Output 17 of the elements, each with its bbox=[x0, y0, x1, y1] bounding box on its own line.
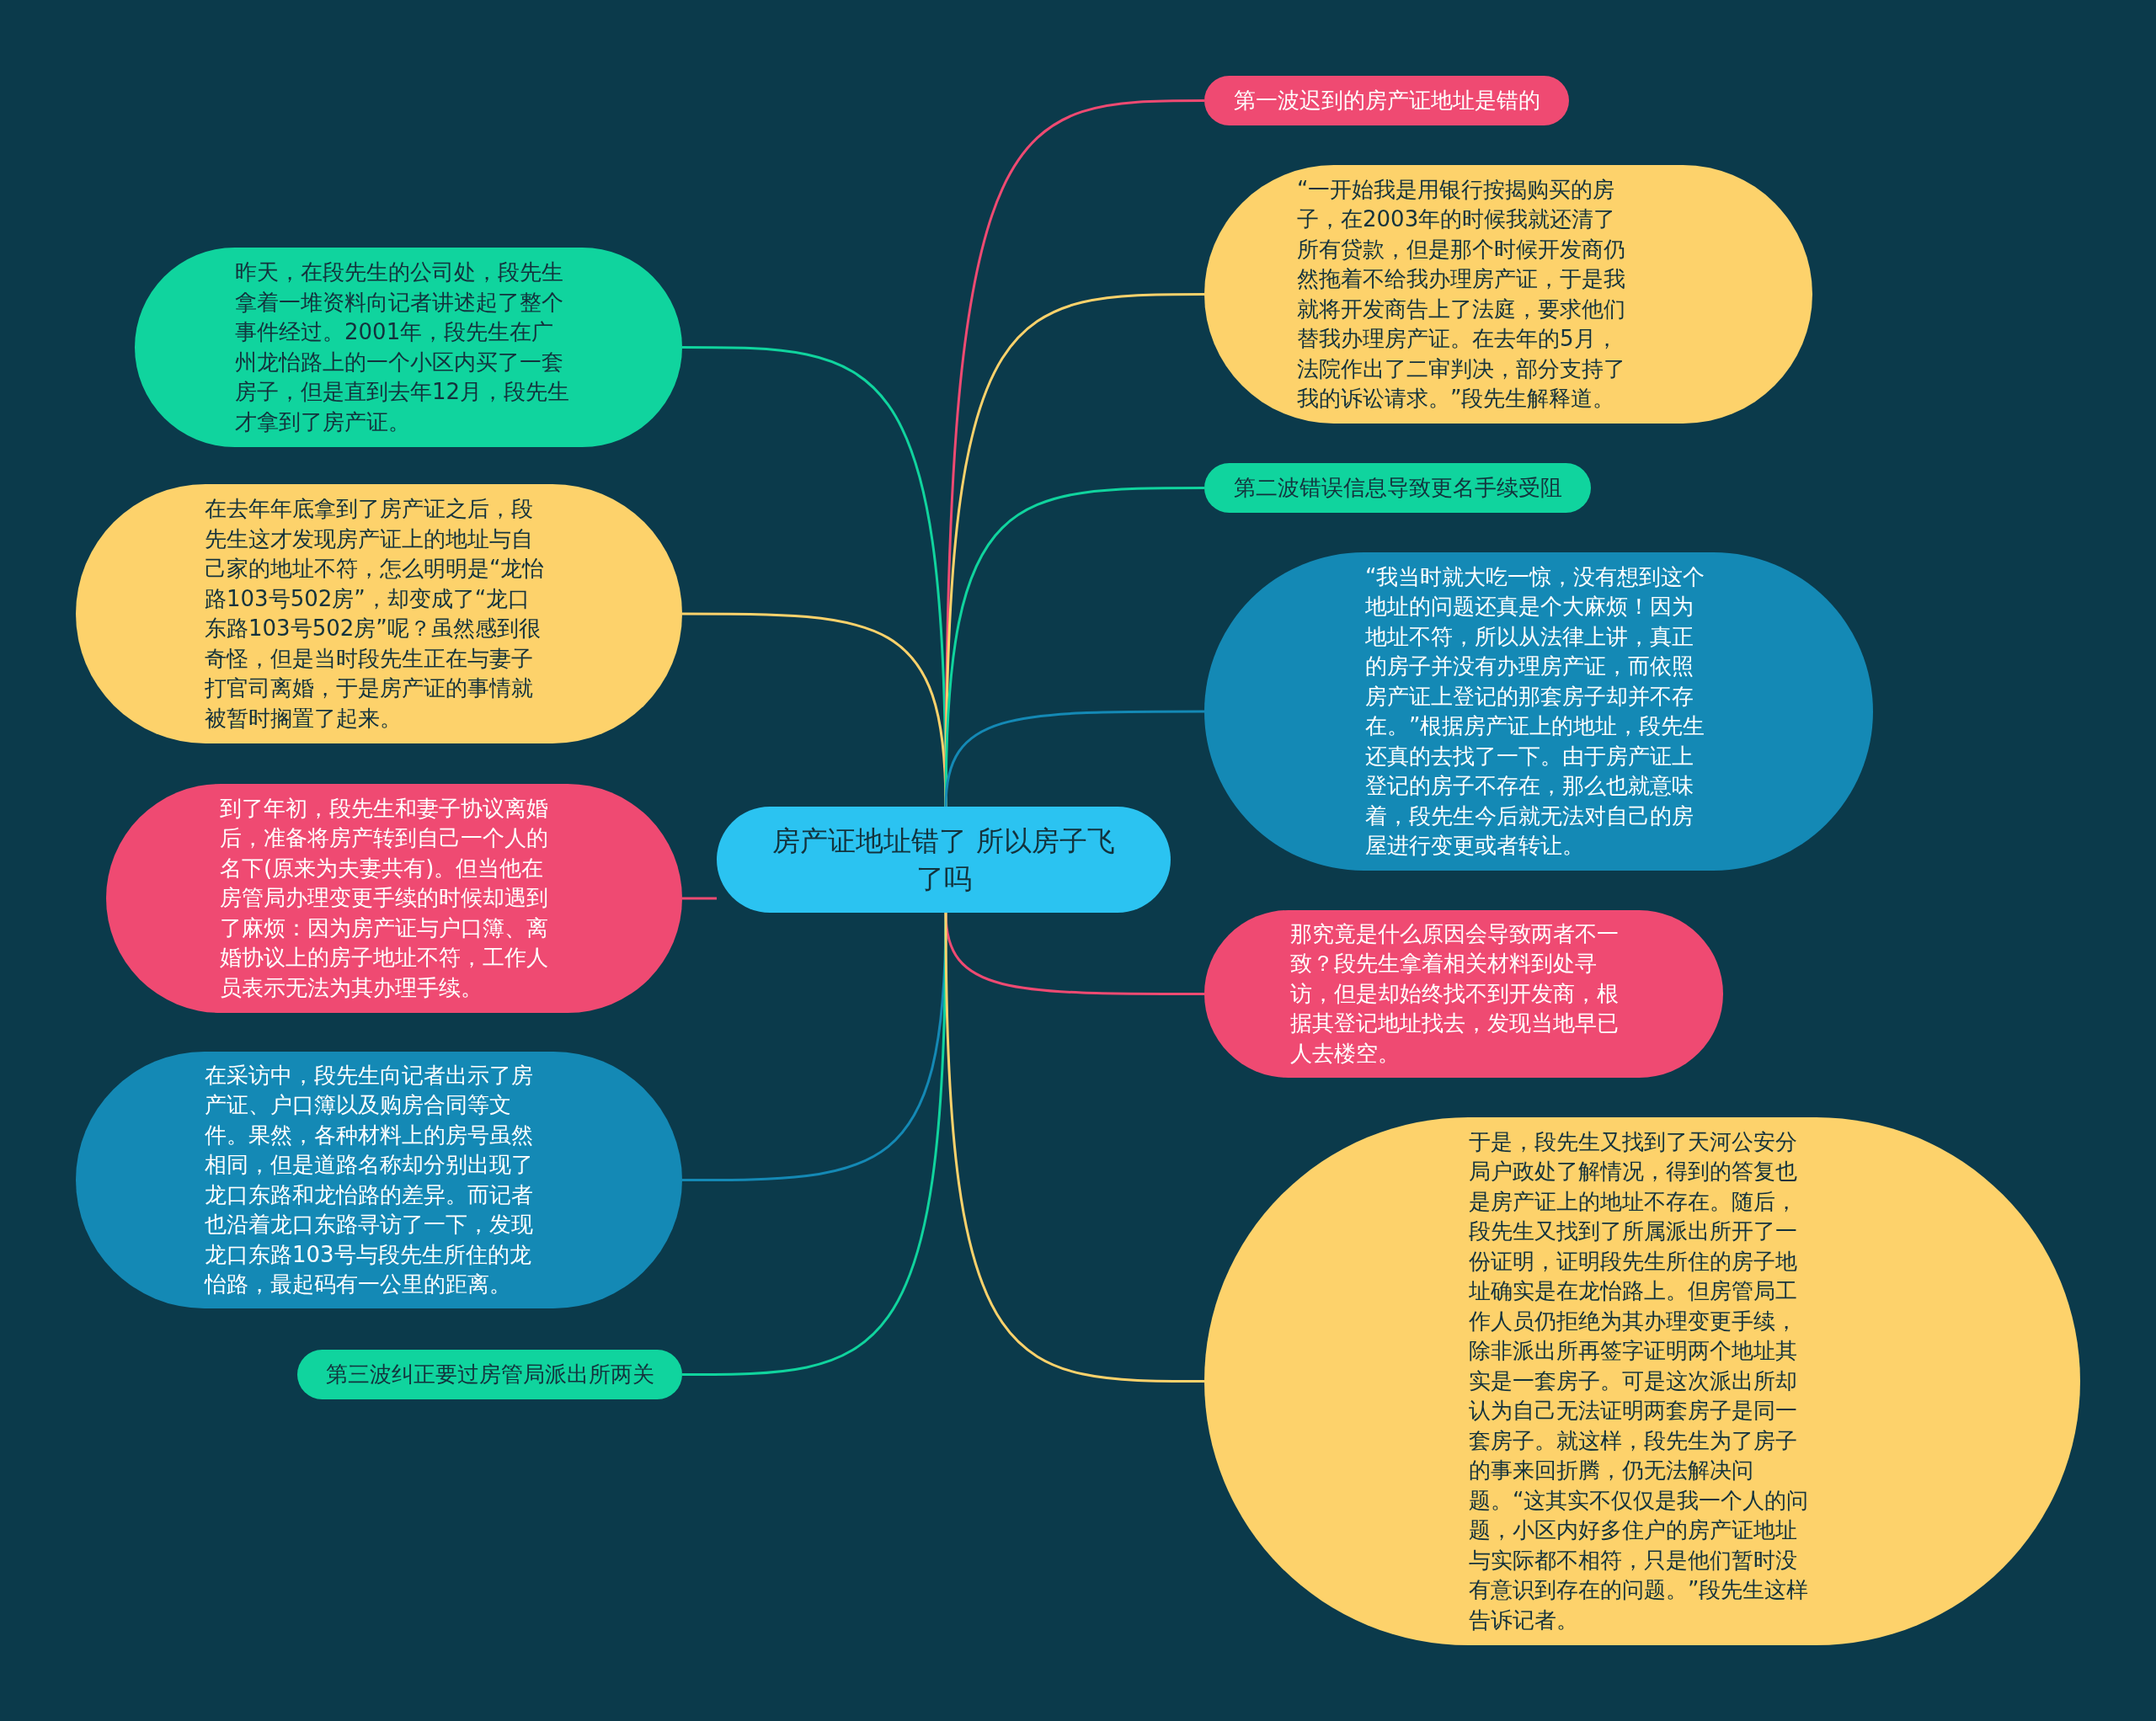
subtopic-pill: 第三波纠正要过房管局派出所两关 bbox=[297, 1350, 682, 1399]
text-bubble: 那究竟是什么原因会导致两者不一致？段先生拿着相关材料到处寻访，但是却始终找不到开发商，根据其登记地址找去，发现当地早已人去楼空。 bbox=[1204, 910, 1723, 1078]
text-bubble: 于是，段先生又找到了天河公安分局户政处了解情况，得到的答复也是房产证上的地址不存在。随后，段先生又找到了所属派出所开了一份证明，证明段先生所住的房子地址确实是在龙怡路上。但房管局工作人员仍拒绝为其办理变更手续，除非派出所再签字证明两个地址其实是一套房子。可是这次派出所却认为自己无法证明两套房子是同一套房子。就这样，段先生为了房子的事来回折腾，仍无法解决问题。“这其实不仅仅是我一个人的问题，小区内好多住户的房产证地址与实际都不相符，只是他们暂时没有意识到存在的问题。”段先生这样告诉记者。 bbox=[1204, 1117, 2080, 1645]
connector-line bbox=[944, 487, 1204, 807]
text-bubble: “一开始我是用银行按揭购买的房子，在2003年的时候我就还清了所有贷款，但是那个时候开发商仍然拖着不给我办理房产证，于是我就将开发商告上了法庭，要求他们替我办理房产证。在去年的5月，法院作出了二审判决，部分支持了我的诉讼请求。”段先生解释道。 bbox=[1204, 165, 1812, 424]
text-bubble: 昨天，在段先生的公司处，段先生拿着一堆资料向记者讲述起了整个事件经过。2001年，段先生在广州龙怡路上的一个小区内买了一套房子，但是直到去年12月，段先生才拿到了房产证。 bbox=[135, 248, 682, 447]
connector-line bbox=[944, 710, 1204, 807]
text-bubble: 到了年初，段先生和妻子协议离婚后，准备将房产转到自己一个人的名下(原来为夫妻共有)。但当他在房管局办理变更手续的时候却遇到了麻烦：因为房产证与户口簿、离婚协议上的房子地址不符，工作人员表示无法为其办理手续。 bbox=[106, 784, 682, 1013]
connector-line bbox=[682, 912, 947, 1376]
topic-bubble: 房产证地址错了 所以房子飞了吗 bbox=[717, 807, 1171, 913]
connector-line bbox=[944, 293, 1204, 807]
text-bubble: 在采访中，段先生向记者出示了房产证、户口簿以及购房合同等文件。果然，各种材料上的房号虽然相同，但是道路名称却分别出现了龙口东路和龙怡路的差异。而记者也沿着龙口东路寻访了一下，发现龙口东路103号与段先生所住的龙怡路，最起码有一公里的距离。 bbox=[76, 1052, 682, 1308]
connector-line bbox=[682, 897, 717, 900]
text-bubble: 在去年年底拿到了房产证之后，段先生这才发现房产证上的地址与自己家的地址不符，怎么明明是“龙怡路103号502房”，却变成了“龙口东路103号502房”呢？虽然感到很奇怪，但是当时段先生正在与妻子打官司离婚，于是房产证的事情就被暂时搁置了起来。 bbox=[76, 484, 682, 743]
subtopic-pill: 第二波错误信息导致更名手续受阻 bbox=[1204, 463, 1591, 513]
subtopic-pill: 第一波迟到的房产证地址是错的 bbox=[1204, 76, 1569, 125]
text-bubble: “我当时就大吃一惊，没有想到这个地址的问题还真是个大麻烦！因为地址不符，所以从法律上讲，真正的房子并没有办理房产证，而依照房产证上登记的那套房子却并不存在。”根据房产证上的地址，段先生还真的去找了一下。由于房产证上登记的房子不存在，那么也就意味着，段先生今后就无法对自己的房屋进行变更或者转让。 bbox=[1204, 552, 1873, 871]
